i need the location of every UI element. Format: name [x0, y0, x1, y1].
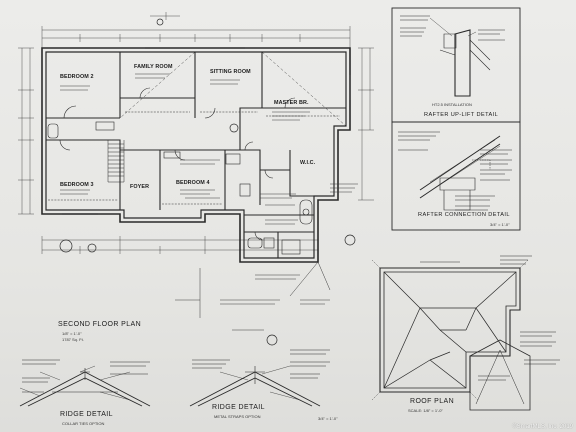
rafter-connection-scale: 3/4" = 1'-0": [490, 222, 510, 227]
ridge-detail-straps: [189, 349, 330, 407]
second-floor-scale: 1/8" = 1'-0": [62, 331, 82, 336]
rafter-uplift-drawing: [400, 15, 505, 97]
rafter-details-frame: [391, 7, 521, 231]
h2-5-installation-label: HT2.5 INSTALLATION: [432, 102, 472, 107]
roof-plan-scale: SCALE: 1/8" = 1'-0": [408, 408, 443, 413]
ridge-detail-2-subtitle: METAL STRAPS OPTION: [214, 414, 261, 419]
dimension-lines: [18, 12, 374, 254]
room-label-bedroom3: BEDROOM 3: [60, 182, 94, 188]
second-floor-plan-title: SECOND FLOOR PLAN: [58, 321, 142, 328]
room-label-master: MASTER BR.: [274, 100, 309, 106]
ridge-detail-1-title: RIDGE DETAIL: [60, 411, 113, 418]
plan-notes: [60, 73, 358, 331]
room-label-bedroom2: BEDROOM 2: [60, 74, 94, 80]
room-label-family-room: FAMILY ROOM: [134, 64, 173, 70]
room-label-wic: W.I.C.: [300, 160, 316, 166]
second-floor-area: 1787 Sq. Ft.: [62, 337, 84, 342]
section-markers: [59, 18, 356, 346]
room-label-foyer: FOYER: [130, 184, 150, 190]
roof-plan-drawing: [371, 255, 560, 411]
ridge-detail-2-title: RIDGE DETAIL: [212, 404, 265, 411]
rafter-connection-title: RAFTER CONNECTION DETAIL: [418, 212, 510, 218]
ridge-detail-collar: [19, 359, 151, 407]
watermark: ©SmartMLS, Inc. 2019: [512, 424, 573, 430]
ridge-detail-scale: 3/4" = 1'-0": [318, 416, 338, 421]
floor-plan-walls: [41, 47, 351, 263]
roof-plan-title: ROOF PLAN: [410, 398, 455, 405]
room-label-bedroom4: BEDROOM 4: [176, 180, 210, 186]
rafter-uplift-title: RAFTER UP-LIFT DETAIL: [424, 112, 499, 118]
ridge-detail-1-subtitle: COLLAR TIES OPTION: [62, 421, 105, 426]
rafter-connection-drawing: [398, 131, 512, 211]
room-label-sitting-room: SITTING ROOM: [210, 69, 251, 75]
